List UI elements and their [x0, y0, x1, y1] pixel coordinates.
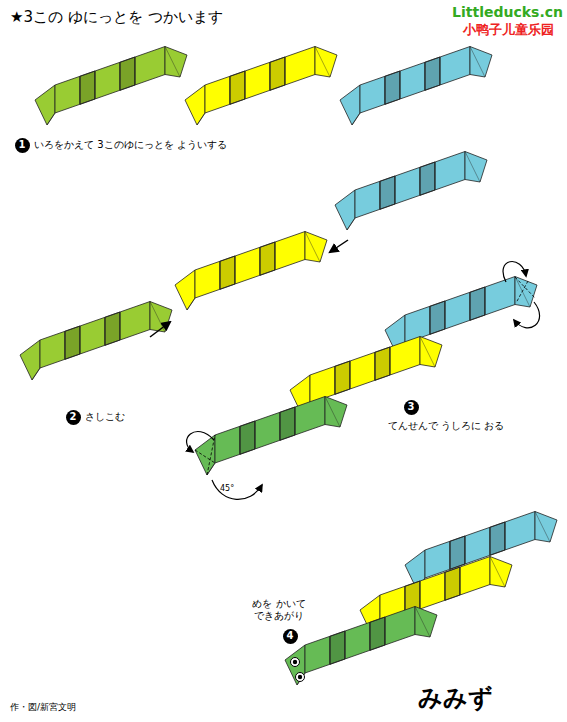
pupil — [298, 675, 302, 679]
step-number-text: 1 — [19, 140, 26, 150]
insert-arrow — [330, 240, 348, 252]
watermark: 小鸭子儿童乐园 — [463, 22, 554, 38]
note: てんせんで うしろに おる — [388, 420, 504, 432]
step-number: 3 — [404, 400, 419, 415]
note: いろをかえて 3このゆにっとを よういする — [34, 139, 227, 151]
green-unit — [20, 302, 172, 381]
fold-line — [516, 281, 528, 303]
insert-arrow — [150, 322, 170, 337]
note: さしこむ — [85, 411, 125, 423]
note: めを かいて できあがり — [246, 598, 312, 622]
step-number: 4 — [283, 629, 298, 644]
yellow-unit — [185, 47, 337, 126]
pupil — [293, 660, 297, 664]
eye — [291, 658, 300, 667]
eye — [296, 673, 305, 682]
green-unit — [285, 607, 437, 686]
step-number: 1 — [15, 138, 30, 153]
fold-arrow — [212, 480, 262, 499]
step-number-text: 3 — [408, 402, 415, 412]
title: ★3この ゆにっとを つかいます — [10, 8, 223, 26]
fold-arrow — [503, 262, 526, 282]
fold-arrow — [187, 432, 214, 452]
fold-arrow — [514, 302, 540, 328]
blue-unit — [335, 152, 487, 231]
green-unit — [195, 397, 347, 476]
blue-unit — [340, 47, 492, 126]
fold-line — [515, 277, 535, 298]
note: 45° — [220, 484, 234, 494]
note: みみず — [418, 684, 493, 713]
step-number-text: 2 — [70, 412, 77, 422]
watermark: Littleducks.cn — [452, 4, 563, 21]
step-number: 2 — [66, 410, 81, 425]
step-number-text: 4 — [287, 631, 294, 641]
fold-line — [207, 435, 215, 475]
green-unit — [35, 47, 187, 126]
note: 作・図/新宮文明 — [10, 702, 76, 713]
yellow-unit — [175, 232, 327, 311]
fold-line — [195, 450, 215, 463]
